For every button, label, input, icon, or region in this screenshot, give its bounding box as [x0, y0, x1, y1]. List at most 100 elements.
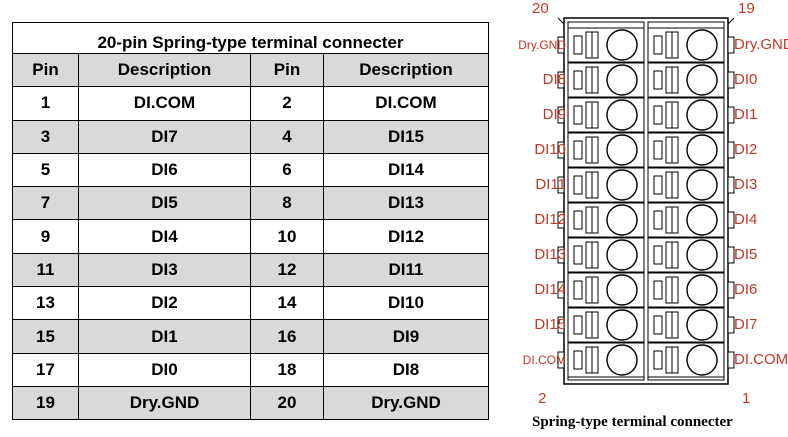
side-tab: [557, 351, 565, 369]
pin-table: 20-pin Spring-type terminal connecter Pi…: [12, 22, 489, 421]
pin-number-cell: 8: [250, 186, 324, 221]
terminal-cell: [567, 237, 645, 273]
pin-number-cell: 1: [12, 86, 79, 121]
right-pin-label: DI1: [734, 106, 758, 123]
pin-description-cell: DI10: [323, 286, 489, 321]
wire-hole: [686, 204, 718, 236]
pin-description-cell: DI8: [323, 352, 489, 387]
left-pin-label: DI8: [542, 71, 566, 88]
side-tab: [557, 246, 565, 264]
right-pin-label: DI5: [734, 246, 758, 263]
table-header-row: Pin Description Pin Description: [12, 52, 489, 88]
terminal-cell: [567, 27, 645, 63]
left-pin-label: DI.COM: [522, 353, 566, 367]
release-tab: [573, 70, 583, 90]
side-tab: [727, 141, 735, 159]
pin-number-cell: 14: [250, 286, 324, 321]
side-tab: [557, 281, 565, 299]
wire-hole: [606, 29, 638, 61]
frame-notch: [727, 17, 735, 25]
pin-number-cell: 15: [12, 319, 79, 354]
release-tab: [653, 350, 663, 370]
left-pin-label: DI10: [534, 141, 566, 158]
pin-number-cell: 4: [250, 119, 324, 154]
header-pin: Pin: [12, 52, 79, 88]
wire-hole: [686, 99, 718, 131]
wire-hole: [606, 64, 638, 96]
wire-hole: [686, 134, 718, 166]
pin-number-cell: 20: [250, 385, 324, 421]
connector-frame: [563, 17, 729, 385]
release-tab: [573, 140, 583, 160]
header-description: Description: [323, 52, 489, 88]
wire-hole: [606, 169, 638, 201]
side-tab: [727, 316, 735, 334]
release-tab: [653, 175, 663, 195]
left-pin-label: DI11: [535, 176, 566, 193]
corner-label-top-left: 20: [532, 0, 549, 17]
left-pin-label: DI12: [534, 211, 566, 228]
wire-hole: [606, 274, 638, 306]
wire-hole: [606, 344, 638, 376]
pin-number-cell: 9: [12, 219, 79, 254]
wire-hole: [686, 239, 718, 271]
side-tab: [727, 351, 735, 369]
pin-number-cell: 11: [12, 252, 79, 288]
terminal-cell: [647, 202, 725, 238]
left-pin-label: Dry.GND: [518, 38, 566, 52]
right-pin-label: DI4: [734, 211, 758, 228]
release-tab: [653, 315, 663, 335]
release-tab: [573, 210, 583, 230]
release-tab: [573, 350, 583, 370]
right-pin-label: DI0: [734, 71, 758, 88]
terminal-cell: [647, 237, 725, 273]
terminal-cell: [567, 272, 645, 308]
terminal-cell: [567, 342, 645, 378]
side-tab: [727, 36, 735, 54]
pin-description-cell: DI7: [78, 119, 251, 154]
release-tab: [653, 245, 663, 265]
wire-hole: [606, 99, 638, 131]
side-tab: [557, 316, 565, 334]
pin-number-cell: 5: [12, 152, 79, 188]
terminal-cell: [647, 272, 725, 308]
corner-label-bottom-right: 1: [742, 390, 751, 407]
pin-number-cell: 7: [12, 186, 79, 221]
pin-description-cell: DI6: [78, 152, 251, 188]
wire-hole: [686, 309, 718, 341]
pin-number-cell: 2: [250, 86, 324, 121]
side-tab: [727, 71, 735, 89]
release-tab: [573, 105, 583, 125]
side-tab: [557, 211, 565, 229]
release-tab: [573, 35, 583, 55]
left-pin-label: DI9: [542, 106, 566, 123]
terminal-cell: [647, 62, 725, 98]
terminal-cell: [647, 307, 725, 343]
pin-description-cell: DI15: [323, 119, 489, 154]
wire-hole: [686, 344, 718, 376]
side-tab: [557, 71, 565, 89]
wire-hole: [686, 64, 718, 96]
header-description: Description: [78, 52, 251, 88]
wire-hole: [606, 309, 638, 341]
release-tab: [653, 140, 663, 160]
left-pin-label: DI14: [534, 281, 566, 298]
pin-description-cell: DI9: [323, 319, 489, 354]
frame-notch: [557, 17, 565, 25]
release-tab: [573, 280, 583, 300]
side-tab: [727, 106, 735, 124]
wire-hole: [606, 134, 638, 166]
terminal-cell: [567, 167, 645, 203]
corner-label-top-right: 19: [738, 0, 755, 17]
release-tab: [573, 315, 583, 335]
pin-description-cell: DI.COM: [323, 86, 489, 121]
diagram-caption: Spring-type terminal connecter: [532, 414, 733, 430]
release-tab: [573, 175, 583, 195]
terminal-cell: [647, 97, 725, 133]
wire-hole: [686, 29, 718, 61]
pin-description-cell: DI1: [78, 319, 251, 354]
side-tab: [557, 141, 565, 159]
pin-number-cell: 16: [250, 319, 324, 354]
